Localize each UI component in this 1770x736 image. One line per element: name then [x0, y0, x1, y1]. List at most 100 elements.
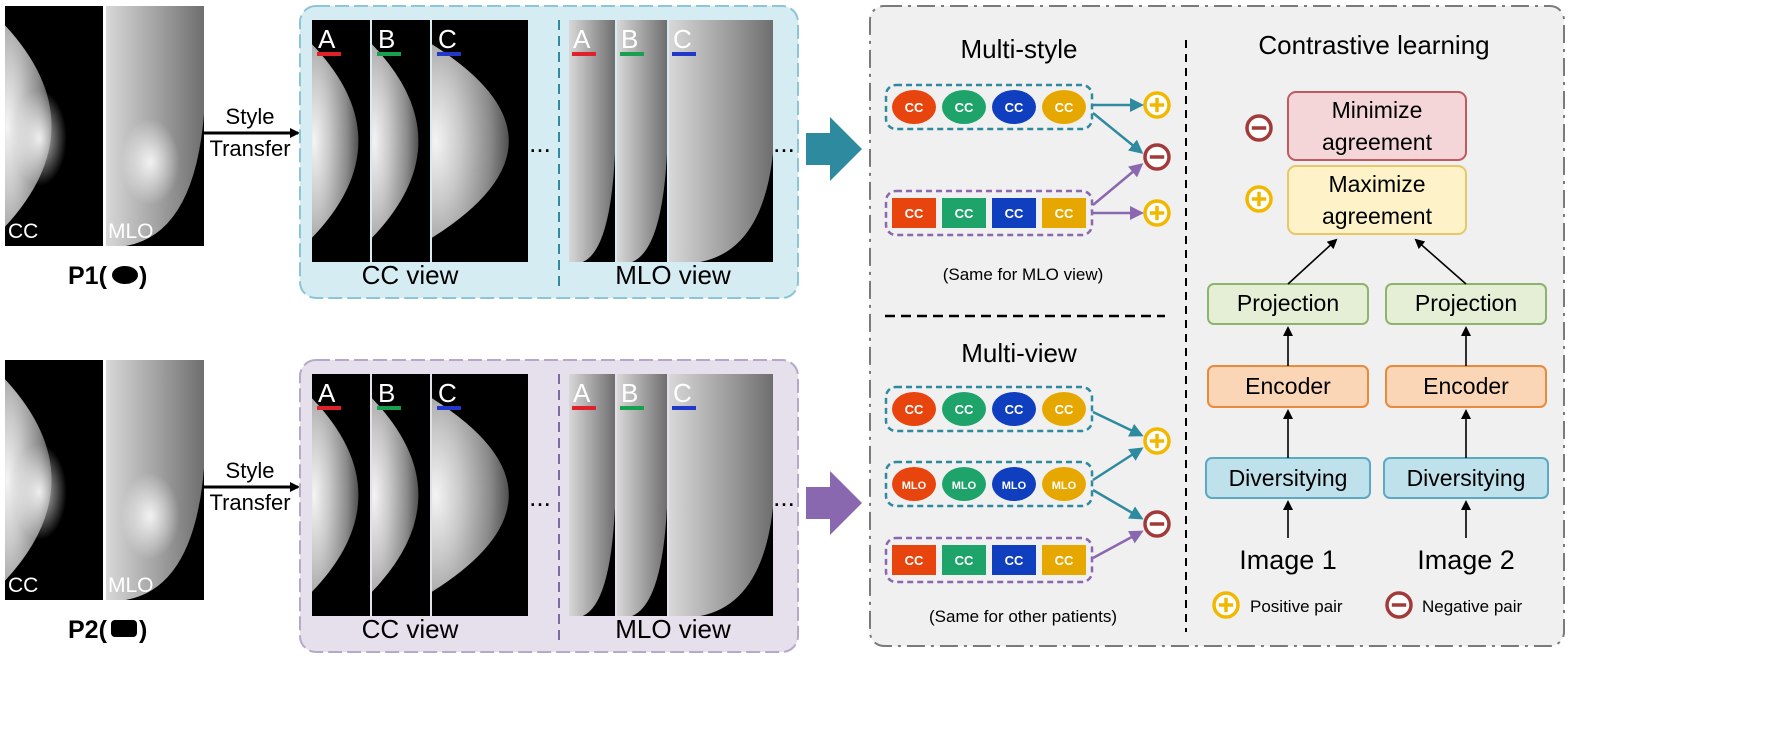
- patient-2-cc-letter-2: C: [438, 378, 457, 408]
- contrastive-title: Contrastive learning: [1258, 30, 1489, 60]
- patient-2-mlo-style-2: [669, 374, 773, 616]
- mv-arrow-4: [1092, 530, 1144, 560]
- multi-view-cc-row-border: [884, 385, 1094, 433]
- patient-2-cc-style-2: [432, 374, 528, 616]
- patient-1-cc-thumb-tissue: [11, 90, 67, 186]
- multi-style-rect-row-token-0: [892, 198, 936, 228]
- multi-view-mlo-row-token-label-3: MLO: [1052, 480, 1077, 492]
- patient-2-mlo-thumb-tissue: [120, 472, 180, 560]
- patient-2-cc-style-0: [312, 374, 370, 616]
- multi-style-rect-row-token-label-1: CC: [955, 206, 974, 221]
- contrastive-positive-sign: [1245, 185, 1273, 213]
- minimize-line1: Minimize: [1332, 97, 1423, 123]
- multi-view-rect-row-token-0: [892, 545, 936, 575]
- patient-1-mlo-ellipsis: ...: [773, 128, 795, 158]
- patient-1-cc-thumb: [5, 6, 103, 246]
- patient-1-cc-thumb-label: CC: [8, 220, 38, 243]
- patient-1-mlo-letter-2: C: [673, 24, 692, 54]
- mv-arrow-3: [1092, 488, 1144, 520]
- multi-style-rect-row-token-label-0: CC: [905, 206, 924, 221]
- patient-2-big-arrow: [806, 471, 862, 535]
- multi-view-negative: [1143, 510, 1171, 538]
- patient-1-marker-ellipse: [112, 266, 138, 284]
- patient-2-marker-rect: [111, 620, 137, 637]
- multi-view-cc-row-token-label-2: CC: [1005, 402, 1024, 417]
- multi-style-ellipse-row-token-1: [942, 90, 986, 124]
- multi-style-rect-row-token-3: [1042, 198, 1086, 228]
- multi-view-mlo-row-token-1: [942, 467, 986, 501]
- legend-negative-label: Negative pair: [1422, 597, 1523, 616]
- patient-1-mlo-letter-1: B: [621, 24, 638, 54]
- multi-style-negative: [1143, 143, 1171, 171]
- minimize-box: [1287, 91, 1467, 161]
- patient-2-mlo-style-0: [569, 374, 615, 616]
- patient-2-cc-thumb-tissue: [11, 444, 67, 540]
- patient-2-mlo-letter-1: B: [621, 378, 638, 408]
- patient-1-mlo-style-1: [617, 20, 667, 262]
- multi-style-ellipse-row-token-label-2: CC: [1005, 100, 1024, 115]
- multi-style-ellipse-row-token-label-1: CC: [955, 100, 974, 115]
- multi-view-mlo-row-token-label-2: MLO: [1002, 480, 1027, 492]
- patient-1-cc-style-2: [432, 20, 528, 262]
- multi-style-ellipse-row-border: [884, 83, 1094, 131]
- image-label-1: Image 1: [1239, 545, 1337, 575]
- multi-view-note: (Same for other patients): [929, 607, 1117, 626]
- multi-style-ellipse-row-token-3: [1042, 90, 1086, 124]
- patient-1-cc-style-1: [372, 20, 430, 262]
- ms-arrow-2: [1092, 112, 1144, 154]
- patient-1-cc-letter-0: A: [318, 24, 336, 54]
- patient-1-cc-style-1-breast: [372, 44, 419, 238]
- patient-2-cc-style-1-breast: [372, 398, 419, 592]
- patient-2-cc-letter-0: A: [318, 378, 336, 408]
- patient-1-big-arrow: [806, 117, 862, 181]
- multi-style-note: (Same for MLO view): [943, 265, 1104, 284]
- patient-1-cc-letter-2: C: [438, 24, 457, 54]
- diversifying-label-1: Diversitying: [1229, 465, 1348, 491]
- image-label-2: Image 2: [1417, 545, 1515, 575]
- patient-1-mlo-style-2-breast: [669, 20, 773, 262]
- diversifying-label-2: Diversitying: [1407, 465, 1526, 491]
- patient-2-mlo-view-label: MLO view: [615, 614, 731, 644]
- multi-view-positive: [1143, 427, 1171, 455]
- multi-view-title: Multi-view: [961, 338, 1077, 368]
- patient-1-cc-style-0: [312, 20, 370, 262]
- patient-1-mlo-letter-0: A: [573, 24, 591, 54]
- multi-view-rect-row-border: [884, 536, 1094, 584]
- patient-1-cc-view-label: CC view: [362, 260, 459, 290]
- multi-view-rect-row-token-label-0: CC: [905, 553, 924, 568]
- multi-view-cc-row-token-2: [992, 392, 1036, 426]
- multi-style-title: Multi-style: [960, 34, 1077, 64]
- patient-2-cc-letter-1: B: [378, 378, 395, 408]
- ms-arrow-3: [1092, 163, 1144, 206]
- multi-style-ellipse-row-token-0: [892, 90, 936, 124]
- patient-2-cc-thumb-label: CC: [8, 574, 38, 597]
- multi-view-cc-row-token-3: [1042, 392, 1086, 426]
- patient-1-label: P1(: [68, 262, 108, 290]
- multi-view-cc-row-token-label-0: CC: [905, 402, 924, 417]
- patient-2-mlo-ellipsis: ...: [773, 482, 795, 512]
- patient-2-mlo-style-0-breast: [569, 374, 615, 616]
- multi-style-rect-row-token-label-3: CC: [1055, 206, 1074, 221]
- patient-2-mlo-thumb-label: MLO: [108, 574, 154, 597]
- patient-1-cc-ellipsis: ...: [529, 128, 551, 158]
- patient-1-mlo-style-2: [669, 20, 773, 262]
- multi-style-ellipse-row-token-label-3: CC: [1055, 100, 1074, 115]
- maximize-box: [1287, 165, 1467, 235]
- multi-view-cc-row-token-label-3: CC: [1055, 402, 1074, 417]
- patient-2-cc-thumb: [5, 360, 103, 600]
- contrastive-negative-sign: [1245, 114, 1273, 142]
- multi-view-mlo-row-token-3: [1042, 467, 1086, 501]
- multi-style-ellipse-row-token-2: [992, 90, 1036, 124]
- maximize-line1: Maximize: [1328, 171, 1425, 197]
- multi-view-rect-row-token-3: [1042, 545, 1086, 575]
- multi-style-ellipse-row-token-label-0: CC: [905, 100, 924, 115]
- patient-1-label-end: ): [139, 262, 147, 290]
- patient-2-cc-style-1: [372, 374, 430, 616]
